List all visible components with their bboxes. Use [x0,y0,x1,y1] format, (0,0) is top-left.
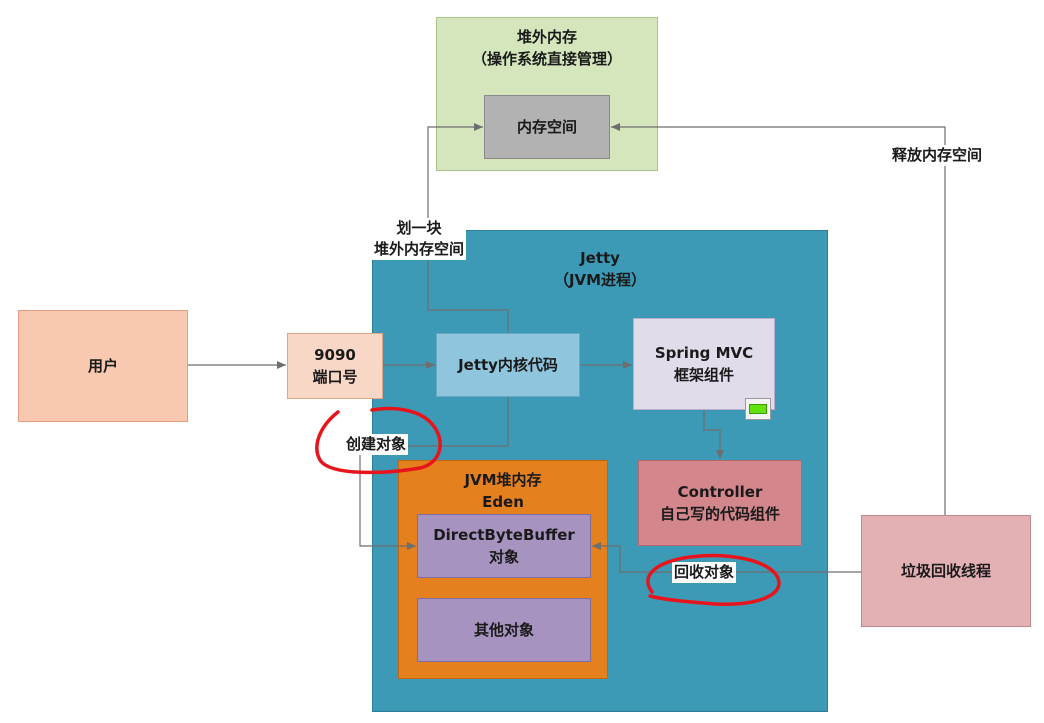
user-box: 用户 [18,310,188,422]
user-label: 用户 [87,357,118,375]
port-number: 9090 [314,346,356,364]
spring-mvc-title: Spring MVC [654,344,754,362]
jetty-core-box: Jetty内核代码 [436,333,580,397]
port-box: 9090 端口号 [287,333,383,399]
jetty-subtitle: （JVM进程） [553,271,647,289]
carve-offheap-label-line2: 堆外内存空间 [374,240,465,258]
direct-byte-buffer-title: DirectByteBuffer [433,526,575,544]
jetty-title: Jetty [580,249,620,267]
arrow-gc-to-memory-space [611,123,946,515]
jvm-heap-title: JVM堆内存 [464,471,542,489]
jetty-core-label: Jetty内核代码 [458,356,558,374]
carve-offheap-label: 划一块 堆外内存空间 [372,218,467,260]
port-label: 端口号 [312,368,358,386]
recycle-object-label: 回收对象 [672,562,737,583]
memory-space-label: 内存空间 [516,118,577,136]
direct-byte-buffer-box: DirectByteBuffer 对象 [417,514,591,578]
controller-box: Controller 自己写的代码组件 [638,460,802,546]
direct-byte-buffer-subtitle: 对象 [488,548,519,566]
offheap-subtitle: （操作系统直接管理） [471,50,622,68]
arrow-gc-to-direct-byte-buffer [592,542,861,573]
jvm-heap-subtitle: Eden [482,493,524,511]
carve-offheap-label-line1: 划一块 [396,219,442,237]
gc-thread-box: 垃圾回收线程 [861,515,1031,627]
arrow-spring-to-controller [703,410,724,459]
release-memory-label: 释放内存空间 [890,145,985,166]
create-object-label: 创建对象 [344,434,409,455]
memory-space-box: 内存空间 [484,95,610,159]
controller-subtitle: 自己写的代码组件 [659,505,780,523]
offheap-title: 堆外内存 [516,28,577,46]
arrow-jetty-core-to-memory-space [427,123,509,333]
controller-title: Controller [677,483,763,501]
other-objects-box: 其他对象 [417,598,591,662]
spring-mvc-box: Spring MVC 框架组件 [633,318,775,410]
component-indicator-icon [745,398,771,420]
other-objects-label: 其他对象 [473,621,534,639]
red-circle-create-object [315,406,442,475]
spring-mvc-subtitle: 框架组件 [673,366,734,384]
red-circle-recycle-object [646,553,781,606]
gc-thread-label: 垃圾回收线程 [900,562,991,580]
